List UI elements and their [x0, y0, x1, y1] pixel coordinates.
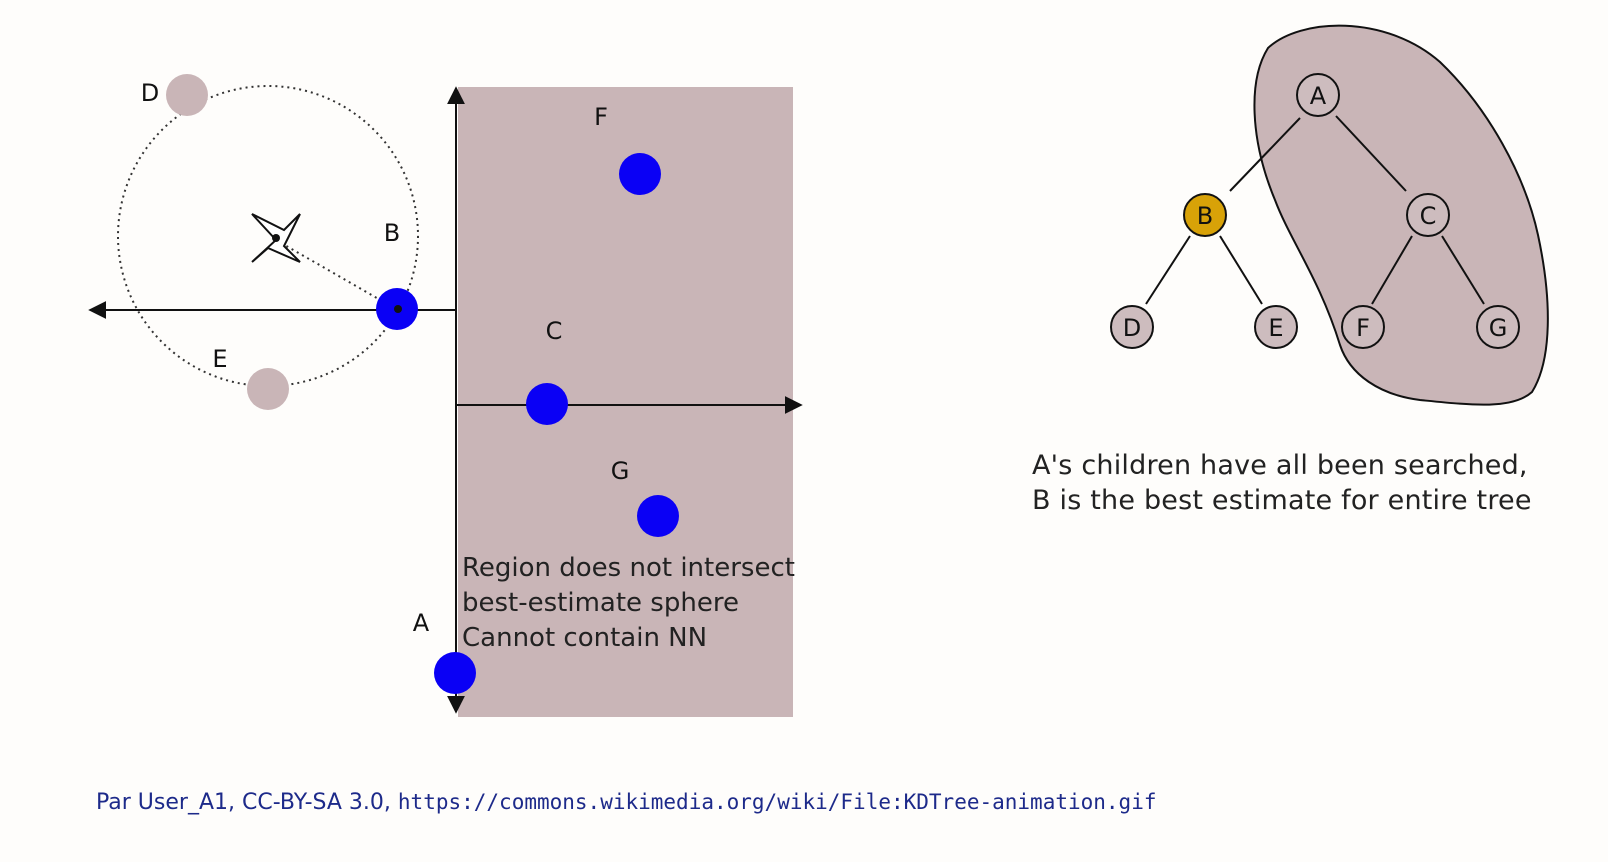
pruned-region	[458, 87, 793, 717]
credit-line: Par User_A1, CC-BY-SA 3.0, https://commo…	[96, 790, 1157, 815]
region-note-line-1: Region does not intersect	[462, 553, 795, 583]
point-label-a: A	[413, 609, 430, 637]
credit-text: Par User_A1, CC-BY-SA 3.0,	[96, 790, 391, 815]
point-f	[619, 153, 661, 195]
tree-node-c: C	[1406, 193, 1450, 237]
point-a	[434, 652, 476, 694]
tree-node-label-f: F	[1356, 314, 1370, 342]
point-label-f: F	[594, 103, 608, 131]
best-estimate-sphere	[117, 85, 419, 387]
tree-node-label-a: A	[1310, 82, 1327, 110]
tree-node-f: F	[1341, 305, 1385, 349]
tree-edges	[1145, 115, 1485, 305]
tree-caption-line-1: A's children have all been searched,	[1032, 450, 1528, 481]
region-note-line-2: best-estimate sphere	[462, 588, 739, 618]
point-c	[526, 383, 568, 425]
point-label-e: E	[212, 345, 227, 373]
tree-node-e: E	[1254, 305, 1298, 349]
tree-node-label-d: D	[1123, 314, 1141, 342]
point-d	[166, 74, 208, 116]
tree-node-label-e: E	[1268, 314, 1283, 342]
tree-node-label-g: G	[1489, 314, 1508, 342]
tree-caption-line-2: B is the best estimate for entire tree	[1032, 485, 1532, 516]
tree-node-b: B	[1183, 193, 1227, 237]
query-distance-line	[275, 239, 397, 310]
credit-url-link[interactable]: https://commons.wikimedia.org/wiki/File:…	[397, 790, 1157, 814]
tree-node-a: A	[1296, 73, 1340, 117]
four-point-star-icon	[251, 213, 301, 263]
region-note-line-3: Cannot contain NN	[462, 623, 708, 653]
point-label-c: C	[546, 317, 563, 345]
point-label-d: D	[141, 79, 159, 107]
tree-node-g: G	[1476, 305, 1520, 349]
searched-subtree-region	[1253, 24, 1549, 406]
tree-node-label-b: B	[1197, 202, 1213, 230]
point-g	[637, 495, 679, 537]
tree-node-label-c: C	[1420, 202, 1437, 230]
point-label-g: G	[611, 457, 630, 485]
point-e	[247, 368, 289, 410]
tree-node-d: D	[1110, 305, 1154, 349]
point-b-center	[394, 305, 402, 313]
point-label-b: B	[384, 219, 400, 247]
